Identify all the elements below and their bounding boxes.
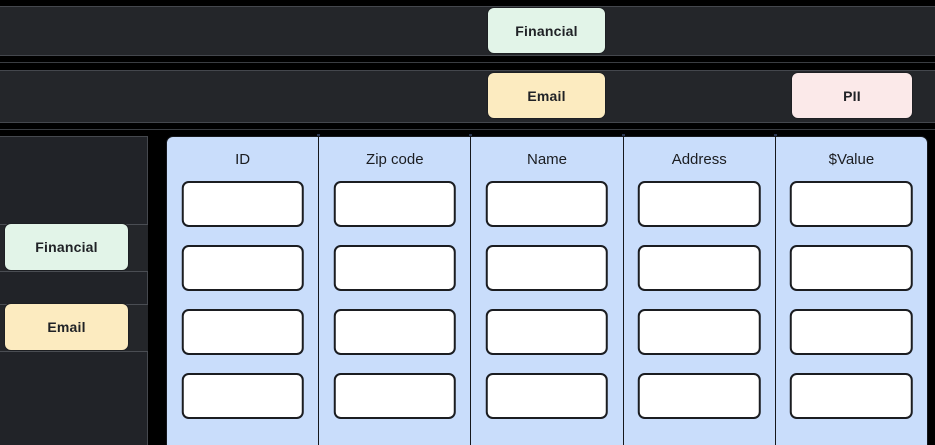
cell-input[interactable] xyxy=(790,373,913,419)
cell-input[interactable] xyxy=(637,309,761,355)
row-divider-2 xyxy=(0,129,935,130)
column-header-id: ID xyxy=(235,150,251,168)
cell-input[interactable] xyxy=(637,245,761,291)
cell-input[interactable] xyxy=(637,373,761,419)
cell-input[interactable] xyxy=(333,309,457,355)
cell-input[interactable] xyxy=(790,181,913,227)
column-header-address: Address xyxy=(671,150,727,168)
cell-input[interactable] xyxy=(790,245,913,291)
column-cells-id xyxy=(167,181,318,445)
cell-input[interactable] xyxy=(181,181,304,227)
cell-input[interactable] xyxy=(485,309,609,355)
row-divider-1 xyxy=(0,62,935,63)
cell-input[interactable] xyxy=(790,309,913,355)
table-column-address: Address xyxy=(624,137,776,445)
tag-chip-pii[interactable]: PII xyxy=(791,72,913,119)
tag-chip-email[interactable]: Email xyxy=(487,72,606,119)
tag-row-email xyxy=(0,70,935,123)
cell-input[interactable] xyxy=(485,373,609,419)
sidebar-panel xyxy=(0,136,148,445)
data-table: ID Zip code Name xyxy=(166,136,928,445)
cell-input[interactable] xyxy=(333,245,457,291)
tag-chip-financial[interactable]: Financial xyxy=(487,7,606,54)
table-column-name: Name xyxy=(471,137,624,445)
column-cells-zip-code xyxy=(319,181,470,445)
column-cells-name xyxy=(471,181,622,445)
cell-input[interactable] xyxy=(485,245,609,291)
column-header-value: $Value xyxy=(828,150,875,168)
table-column-zip-code: Zip code xyxy=(319,137,472,445)
cell-input[interactable] xyxy=(181,373,304,419)
column-cells-address xyxy=(624,181,775,445)
column-header-name: Name xyxy=(527,150,568,168)
cell-input[interactable] xyxy=(333,181,457,227)
column-cells-value xyxy=(776,181,927,445)
table-column-value: $Value xyxy=(776,137,927,445)
table-column-id: ID xyxy=(167,137,320,445)
cell-input[interactable] xyxy=(181,245,304,291)
cell-input[interactable] xyxy=(181,309,304,355)
cell-input[interactable] xyxy=(485,181,609,227)
sidebar-item-financial[interactable]: Financial xyxy=(4,223,129,271)
cell-input[interactable] xyxy=(637,181,761,227)
tag-row-financial xyxy=(0,6,935,56)
column-header-zip-code: Zip code xyxy=(366,150,424,168)
sidebar-item-email[interactable]: Email xyxy=(4,303,129,351)
cell-input[interactable] xyxy=(333,373,457,419)
